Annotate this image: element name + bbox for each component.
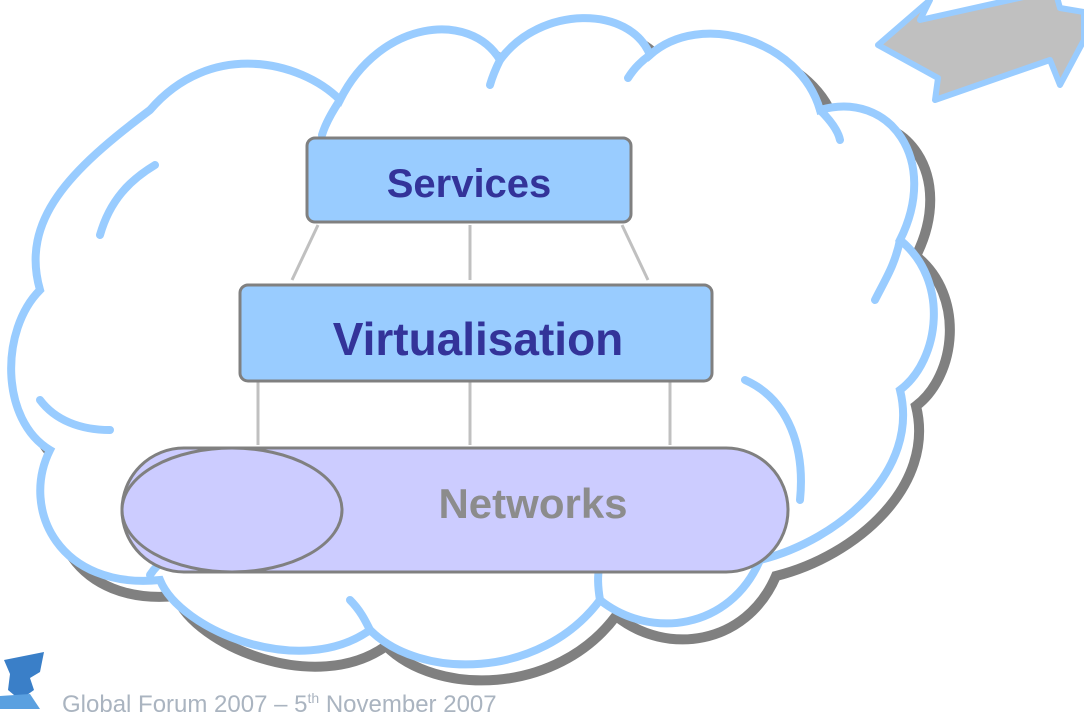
networks-label: Networks <box>438 480 627 527</box>
connectors-bottom <box>256 382 672 445</box>
virtualisation-label: Virtualisation <box>333 313 624 365</box>
networks-layer: Networks <box>120 446 790 574</box>
network-node-ellipse <box>120 446 344 574</box>
services-layer: Services <box>305 136 633 224</box>
virtualisation-layer: Virtualisation <box>238 283 714 383</box>
connectors-top <box>290 224 650 281</box>
services-label: Services <box>387 162 552 206</box>
footer-text: Global Forum 2007 – 5th November 2007 <box>62 690 497 719</box>
double-arrow-icon <box>875 0 1084 103</box>
footer-prefix: Global Forum 2007 – 5 <box>62 691 308 718</box>
logo-icon <box>0 652 44 709</box>
footer-superscript: th <box>307 690 320 706</box>
footer-suffix: November 2007 <box>319 691 497 718</box>
